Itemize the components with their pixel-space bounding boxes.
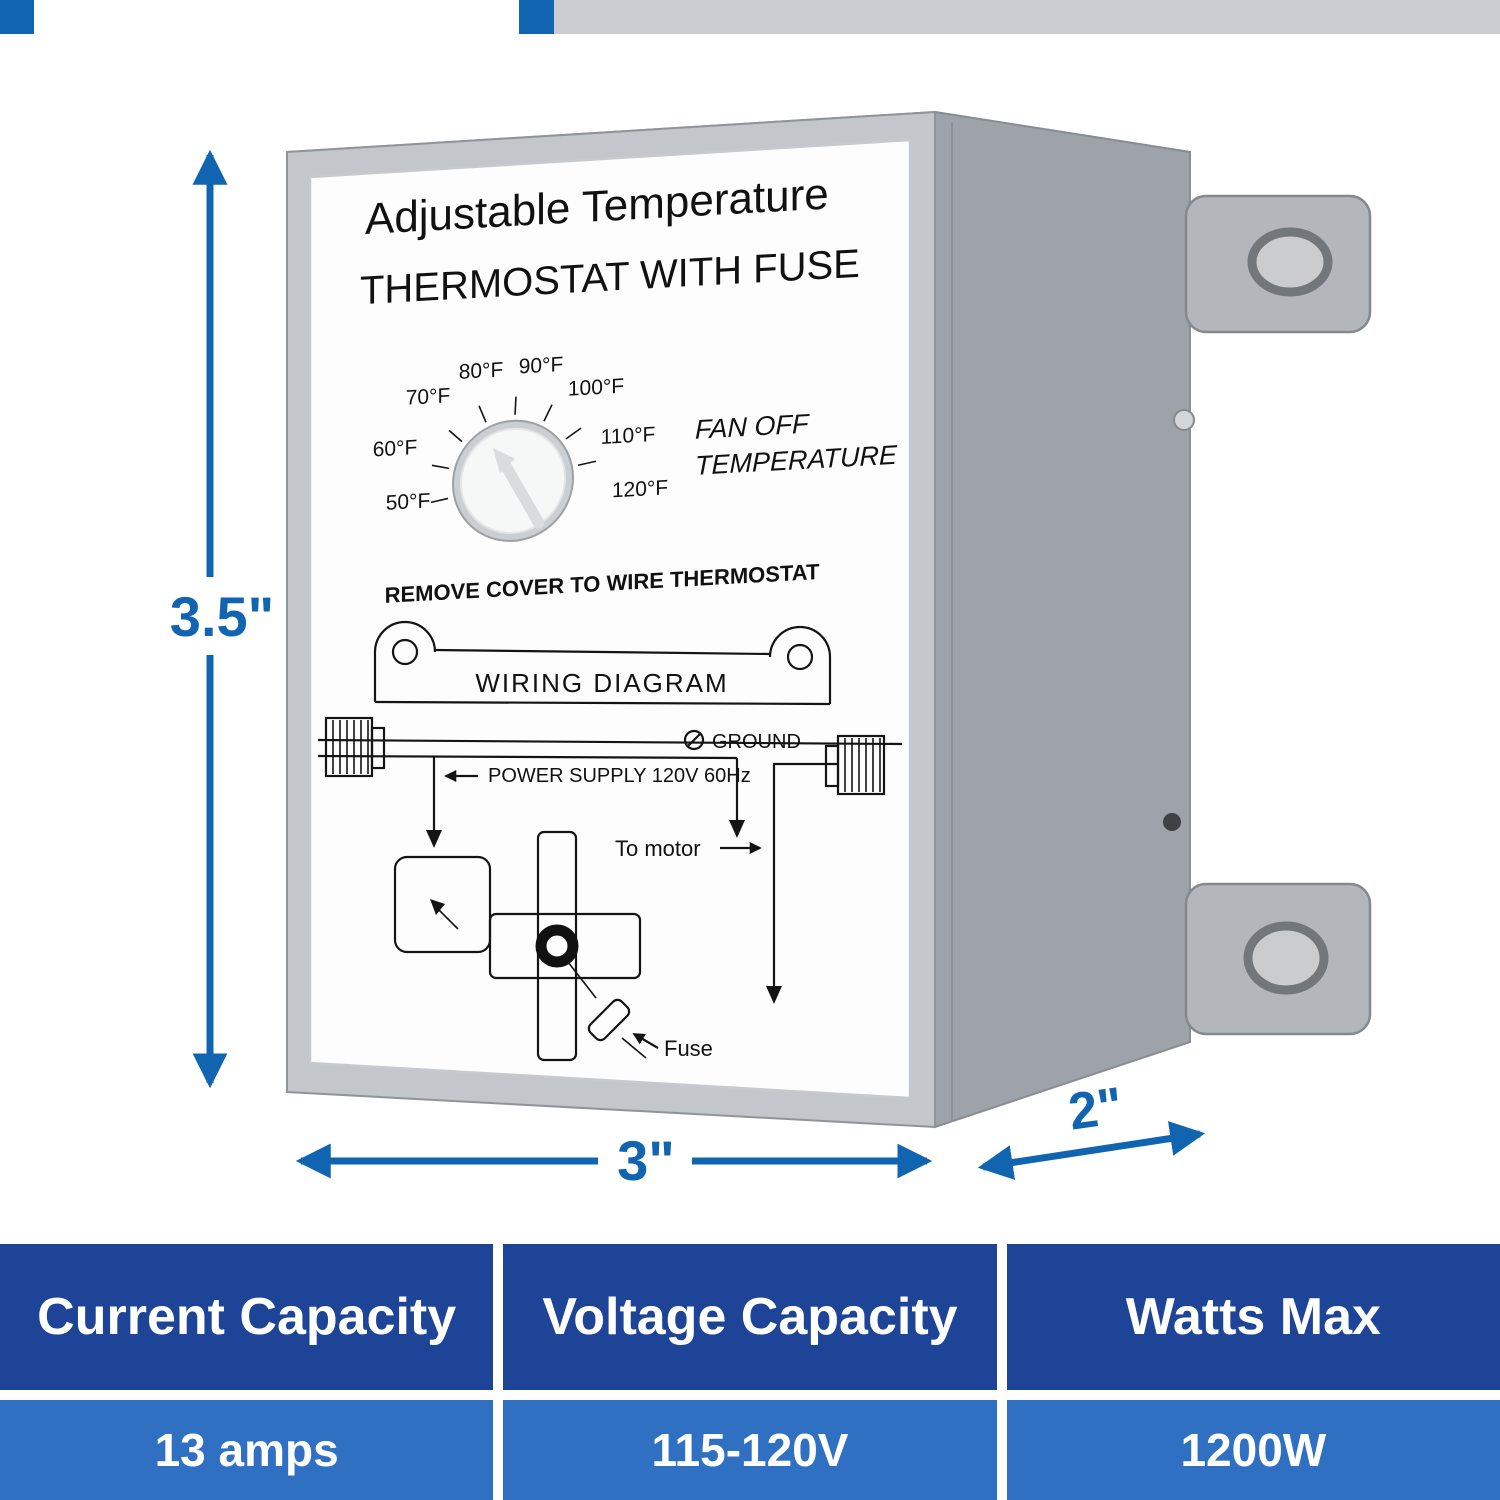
dial-label-110: 110°F (601, 423, 656, 449)
depth-dimension-label: 2" (1065, 1077, 1126, 1142)
fuse-component (587, 998, 631, 1042)
wiring-diagram-title: WIRING DIAGRAM (475, 668, 728, 698)
plate-hole-left (391, 638, 419, 666)
depth-dimension: 2" (977, 1077, 1206, 1180)
dial-label-120: 120°F (612, 476, 668, 502)
spec-value-current-capacity: 13 amps (0, 1400, 494, 1500)
spec-table: Current Capacity Voltage Capacity Watts … (0, 1244, 1500, 1500)
bracket-hole-top (1247, 227, 1333, 297)
spec-value-watts-max: 1200W (1006, 1400, 1500, 1500)
to-motor-label: To motor (615, 836, 701, 861)
depth-arrow (977, 1121, 1206, 1180)
mounting-plate-drawing (373, 620, 832, 706)
fan-off-label-line1: FAN OFF (695, 409, 810, 445)
bracket-hole-bottom (1243, 921, 1329, 995)
wire-drops (426, 756, 838, 1004)
height-dimension: 3.5" (170, 149, 274, 1089)
spec-header-current-capacity: Current Capacity (0, 1244, 494, 1390)
thermostat-mechanism-drawing: Fuse (393, 830, 713, 1062)
mounting-bracket-bottom (1184, 882, 1372, 1036)
spec-value-voltage-capacity: 115-120V (503, 1400, 997, 1500)
temperature-dial: 50°F 60°F 70°F 80°F 90°F 100°F 110°F 120… (373, 353, 668, 542)
conduit-fitting-right (824, 734, 886, 796)
spec-header-voltage-capacity: Voltage Capacity (503, 1244, 997, 1390)
wiring-diagram: WIRING DIAGRAM (317, 620, 903, 1062)
dial-pointer-tip (493, 447, 515, 474)
ground-symbol (683, 729, 705, 751)
conduit-fitting-left (324, 716, 386, 778)
dial-label-100: 100°F (568, 375, 624, 401)
dial-ticks (430, 396, 597, 504)
dial-label-60: 60°F (373, 436, 418, 461)
fuse-pointer-arrow (632, 1033, 659, 1049)
ground-label: GROUND (712, 731, 801, 753)
top-left-accent-square (0, 0, 34, 34)
fuse-label: Fuse (664, 1036, 713, 1061)
dial-pointer-shaft (500, 460, 545, 529)
center-hub (535, 924, 579, 968)
plate-hole-right (786, 643, 814, 671)
height-dimension-label: 3.5" (170, 585, 274, 648)
box-side-face (934, 110, 1191, 1129)
front-label (308, 138, 912, 1100)
cross-plate-horizontal (488, 912, 642, 980)
width-dimension-label: 3" (617, 1129, 675, 1192)
mounting-bracket-top (1184, 194, 1372, 334)
supply-wires (317, 738, 903, 760)
side-hole (1163, 813, 1181, 831)
dial-label-70: 70°F (406, 384, 451, 409)
dial-label-90: 90°F (519, 353, 564, 378)
product-scene: Adjustable Temperature THERMOSTAT WITH F… (170, 110, 1372, 1192)
sensor-housing (393, 855, 492, 954)
power-supply-label: POWER SUPPLY 120V 60Hz (488, 765, 751, 787)
top-gray-bar (554, 0, 1500, 34)
dial-label-50: 50°F (386, 489, 431, 514)
spec-header-watts-max: Watts Max (1006, 1244, 1500, 1390)
side-screw (1173, 409, 1195, 431)
top-bar-accent-square (519, 0, 554, 34)
dial-label-80: 80°F (459, 358, 504, 383)
width-dimension: 3" (295, 1129, 933, 1192)
